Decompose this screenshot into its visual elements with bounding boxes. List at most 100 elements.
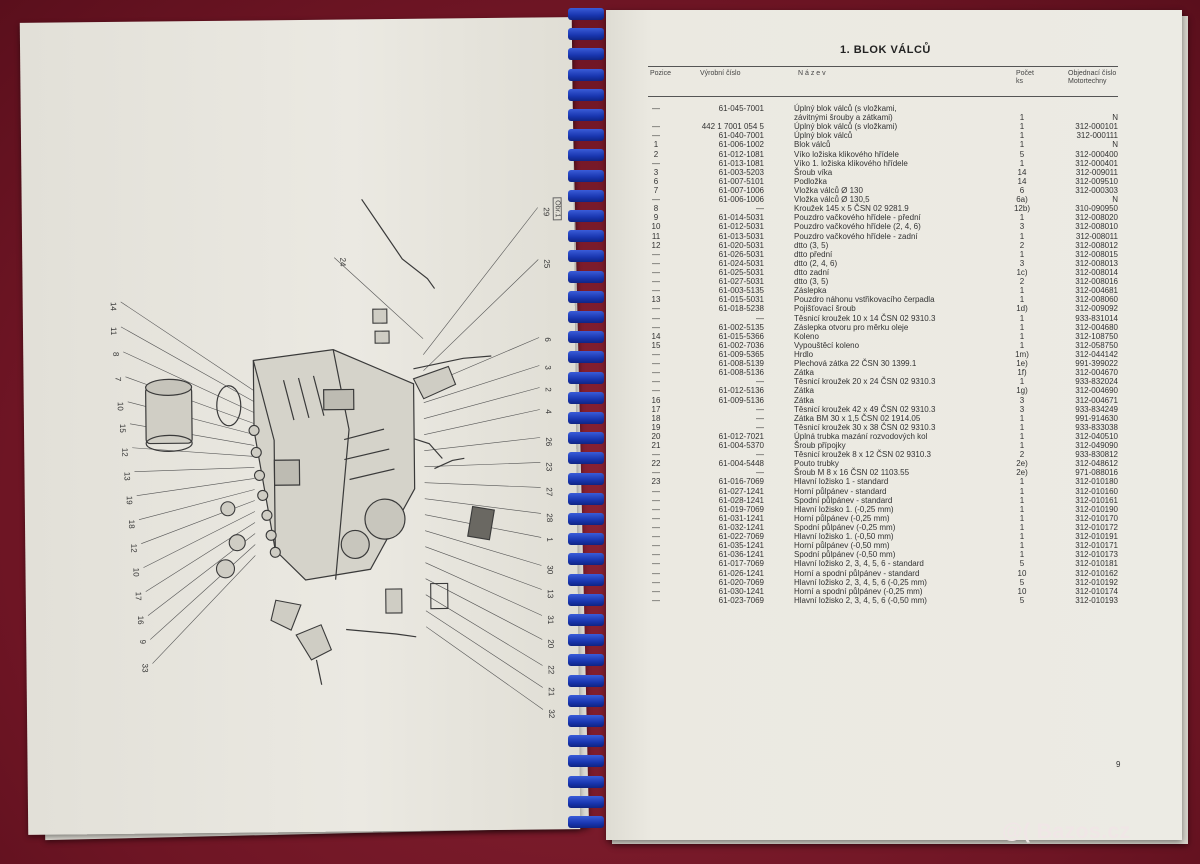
part-drawing-number: —: [756, 377, 764, 387]
part-name: závitnými šrouby a zátkami): [794, 113, 893, 123]
binding-coil: [568, 149, 604, 162]
leader-line: [425, 594, 543, 666]
binding-coil: [568, 432, 604, 445]
part-name: Úplný blok válců: [794, 131, 853, 141]
table-row: 17—Těsnicí kroužek 42 x 49 ČSN 02 9310.3…: [644, 405, 1124, 414]
part-position: —: [652, 313, 660, 323]
binding-coil: [568, 270, 604, 283]
part-quantity: 3: [1019, 222, 1025, 232]
part-drawing-number: 61-007-1006: [718, 185, 764, 195]
part-drawing-number: 61-031-1241: [718, 513, 764, 523]
callout-number: 28: [545, 513, 554, 523]
part-quantity: 1: [1019, 131, 1025, 141]
part-order-number: 312-004680: [1075, 322, 1118, 332]
part-name: Šroub M 8 x 16 ČSN 02 1103.55: [794, 468, 910, 478]
part-quantity: 6: [1019, 185, 1025, 195]
part-order-number: 312-010160: [1075, 486, 1118, 496]
callout-number: 10: [116, 402, 125, 412]
part-quantity: 1c): [1016, 267, 1028, 277]
part-order-number: 312-004671: [1075, 395, 1118, 405]
header-rule-top: [648, 66, 1118, 67]
part-drawing-number: —: [756, 422, 764, 432]
part-name: Hlavní ložisko 1 - standard: [794, 477, 889, 487]
part-name: Pouzdro náhonu vstřikovacího čerpadla: [794, 295, 935, 305]
part-order-number: 933-833038: [1075, 422, 1118, 432]
part-quantity: 1: [1019, 541, 1025, 551]
part-position: —: [652, 568, 660, 578]
binding-coil: [568, 775, 604, 788]
col-header-draw: Výrobní číslo: [700, 70, 741, 77]
part-quantity: 1: [1019, 413, 1025, 423]
binding-coil: [568, 189, 604, 202]
part-position: 7: [653, 185, 659, 195]
part-quantity: 1: [1019, 331, 1025, 341]
part-order-number: 312-009510: [1075, 176, 1118, 186]
part-quantity: 10: [1017, 586, 1027, 596]
part-quantity: 2: [1019, 450, 1025, 460]
callout-number: 30: [545, 565, 554, 575]
part-position: 21: [651, 441, 661, 451]
part-quantity: 1d): [1016, 304, 1028, 314]
part-order-number: 312-008060: [1075, 295, 1118, 305]
binding-coil: [568, 634, 604, 647]
part-drawing-number: 61-002-5135: [718, 322, 764, 332]
part-position: 12: [651, 240, 661, 250]
part-name: Vložka válců Ø 130,5: [794, 195, 870, 205]
part-drawing-number: 61-013-5031: [718, 231, 764, 241]
leader-line: [424, 409, 540, 435]
part-drawing-number: 61-020-7069: [718, 577, 764, 587]
part-quantity: 1: [1019, 313, 1025, 323]
part-position: —: [652, 368, 660, 378]
part-order-number: 312-000401: [1075, 158, 1118, 168]
callout-number: 1: [545, 537, 554, 542]
leader-line: [120, 301, 254, 391]
part-drawing-number: 61-018-5238: [718, 304, 764, 314]
part-name: Vložka válců Ø 130: [794, 185, 863, 195]
part-position: —: [652, 559, 660, 569]
callout-number: 7: [113, 377, 122, 382]
part-position: 17: [651, 404, 661, 414]
binding-coil: [568, 533, 604, 546]
part-name: dtto zadní: [794, 267, 830, 277]
part-order-number: 312-010172: [1075, 523, 1118, 533]
leader-line: [425, 578, 543, 640]
callout-number: 10: [131, 568, 140, 578]
table-row: 19—Těsnicí kroužek 30 x 38 ČSN 02 9310.3…: [644, 423, 1124, 432]
part-name: dtto přední: [794, 249, 833, 259]
leader-line: [424, 498, 541, 514]
part-position: 19: [651, 422, 661, 432]
callout-number: 13: [546, 589, 555, 599]
part-drawing-number: 61-026-1241: [718, 568, 764, 578]
part-quantity: 1: [1019, 249, 1025, 259]
callout-number: 24: [338, 257, 347, 267]
binding-coil: [568, 391, 604, 404]
callout-number: 13: [122, 472, 131, 482]
part-name: Hlavní ložisko 1. (-0,50 mm): [794, 532, 894, 542]
part-position: —: [652, 468, 660, 478]
part-order-number: 933-831014: [1075, 313, 1118, 323]
binding-coil: [568, 88, 604, 101]
part-quantity: 2e): [1016, 459, 1028, 469]
part-quantity: 14: [1017, 167, 1027, 177]
leader-line: [425, 546, 542, 590]
part-order-number: 312-004681: [1075, 286, 1118, 296]
callout-number: 19: [125, 496, 134, 506]
part-position: —: [652, 277, 660, 287]
callout-number: 20: [546, 639, 555, 649]
part-name: Hlavní ložisko 2, 3, 4, 5, 6 (-0,50 mm): [794, 595, 927, 605]
part-drawing-number: 61-032-1241: [718, 523, 764, 533]
part-quantity: 12b): [1013, 204, 1030, 214]
